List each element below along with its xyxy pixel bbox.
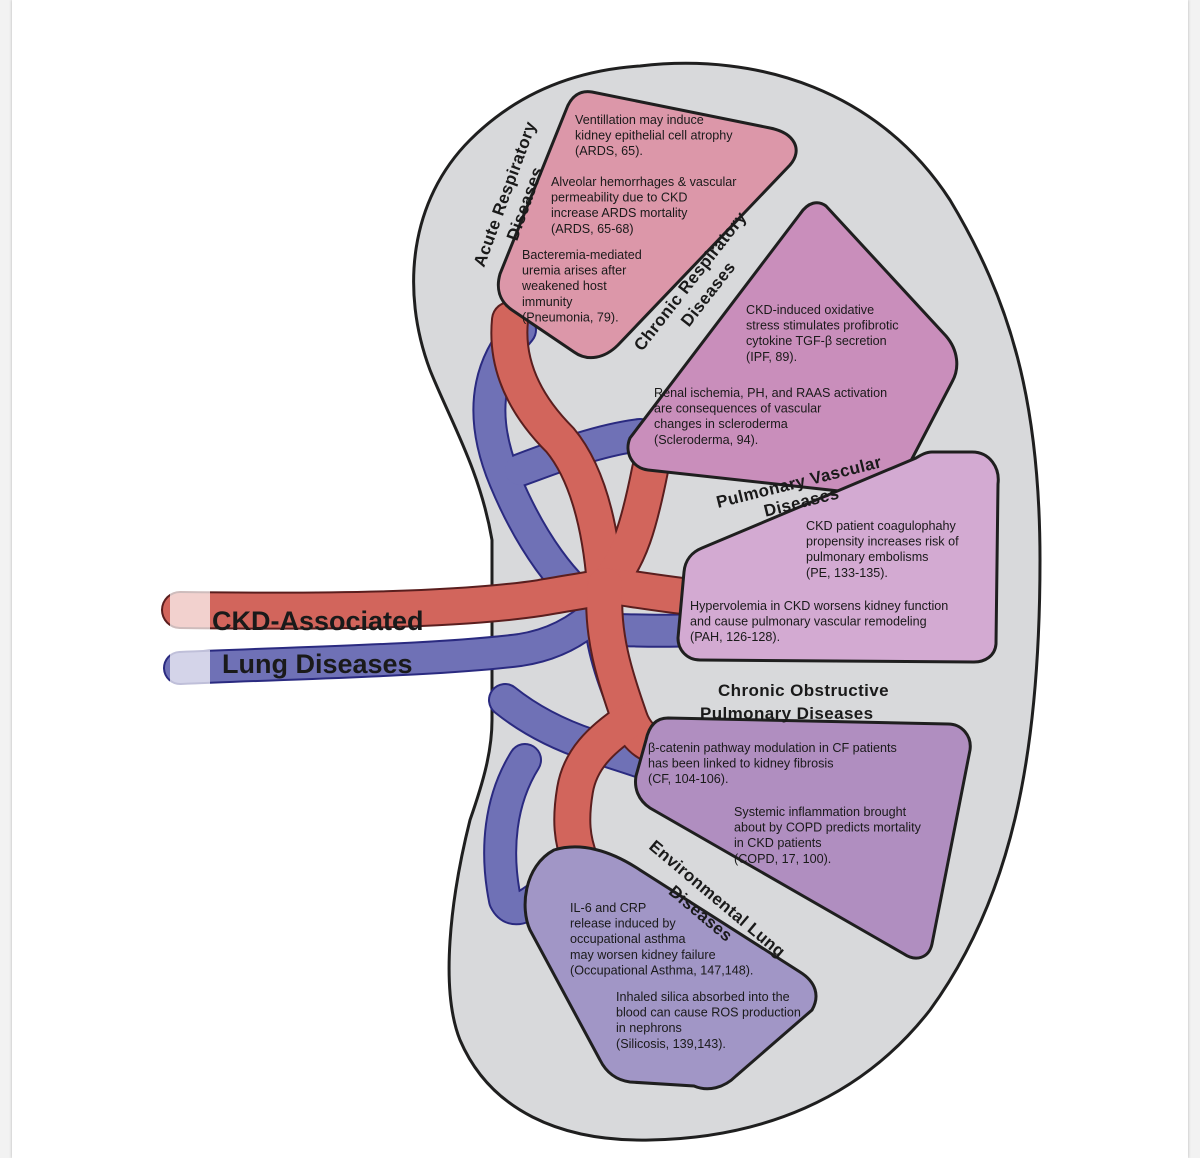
panel-chronic-text-1: CKD-induced oxidative stress stimulates p… [746,303,899,364]
panel-vascular-line: Hypervolemia in CKD worsens kidney funct… [690,599,948,613]
panel-acute-line: Ventillation may induce [575,113,704,127]
vein-fade [170,650,210,688]
panel-copd-line: (COPD, 17, 100). [734,852,831,866]
panel-acute-line: uremia arises after [522,264,626,278]
panel-vascular-line: and cause pulmonary vascular remodeling [690,615,927,629]
title-lung-diseases: Lung Diseases [222,649,413,679]
panel-vascular-line: (PAH, 126-128). [690,630,780,644]
panel-acute-line: Bacteremia-mediated [522,248,642,262]
panel-vascular-text-2: Hypervolemia in CKD worsens kidney funct… [690,599,948,644]
panel-environmental-line: IL-6 and CRP [570,901,646,915]
panel-chronic-line: (IPF, 89). [746,350,797,364]
panel-vascular-line: (PE, 133-135). [806,566,888,580]
panel-vascular-line: pulmonary embolisms [806,550,928,564]
panel-chronic-line: CKD-induced oxidative [746,303,874,317]
panel-acute-line: increase ARDS mortality [551,206,688,220]
panel-chronic-line: stress stimulates profibrotic [746,319,899,333]
panel-chronic-line: Renal ischemia, PH, and RAAS activation [654,386,887,400]
panel-acute-text-2: Alveolar hemorrhages & vascular permeabil… [551,175,737,236]
panel-copd-text-2: Systemic inflammation brought about by CO… [734,805,922,866]
panel-copd-line: Systemic inflammation brought [734,805,907,819]
panel-acute-line: (ARDS, 65-68) [551,222,634,236]
panel-environmental-line: blood can cause ROS production [616,1006,801,1020]
panel-acute-line: permeability due to CKD [551,191,688,205]
panel-texts: Ventillation may induce kidney epithelial… [521,113,959,1051]
panel-environmental-text-2: Inhaled silica absorbed into the blood ca… [616,990,801,1051]
panel-environmental [523,845,818,1091]
panel-acute [496,90,798,360]
panel-acute-text-1: Ventillation may induce kidney epithelial… [575,113,733,158]
panel-acute-line: (ARDS, 65). [575,144,643,158]
panel-environmental-line: occupational asthma [570,932,686,946]
panel-environmental-line: Inhaled silica absorbed into the [616,990,790,1004]
panel-chronic-line: are consequences of vascular [654,402,821,416]
panel-acute-line: weakened host [521,279,607,293]
panel-vascular-line: propensity increases risk of [806,535,959,549]
panel-vascular [676,450,1000,664]
panel-environmental-line: in nephrons [616,1021,682,1035]
panel-copd-text-1: β-catenin pathway modulation in CF patie… [648,741,897,786]
panel-acute-line: immunity [522,295,573,309]
panel-acute-line: (Pneumonia, 79). [522,310,619,324]
panel-chronic-line: cytokine TGF-β secretion [746,334,887,348]
panel-copd-line: in CKD patients [734,836,822,850]
panel-environmental-line: release induced by [570,917,676,931]
panel-vascular-text-1: CKD patient coagulophahy propensity incre… [806,519,959,580]
panel-environmental-line: may worsen kidney failure [570,948,716,962]
artery-fade [170,588,210,630]
title-ckd-associated: CKD-Associated [212,606,424,636]
panel-chronic-line: (Scleroderma, 94). [654,433,758,447]
panel-vascular-line: CKD patient coagulophahy [806,519,957,533]
panel-chronic-line: changes in scleroderma [654,417,788,431]
panel-environmental-line: (Silicosis, 139,143). [616,1037,726,1051]
panel-copd-line: (CF, 104-106). [648,772,729,786]
category-copd-label: Chronic Obstructive Pulmonary Diseases [700,681,894,723]
panel-copd-line: β-catenin pathway modulation in CF patie… [648,741,897,755]
panel-copd-line: about by COPD predicts mortality [734,821,922,835]
panel-environmental-line: (Occupational Asthma, 147,148). [570,963,753,977]
panel-copd [634,716,972,960]
panel-chronic-text-2: Renal ischemia, PH, and RAAS activation a… [654,386,887,447]
panel-acute-line: Alveolar hemorrhages & vascular [551,175,737,189]
panel-copd-line: has been linked to kidney fibrosis [648,757,834,771]
panel-acute-line: kidney epithelial cell atrophy [575,129,733,143]
